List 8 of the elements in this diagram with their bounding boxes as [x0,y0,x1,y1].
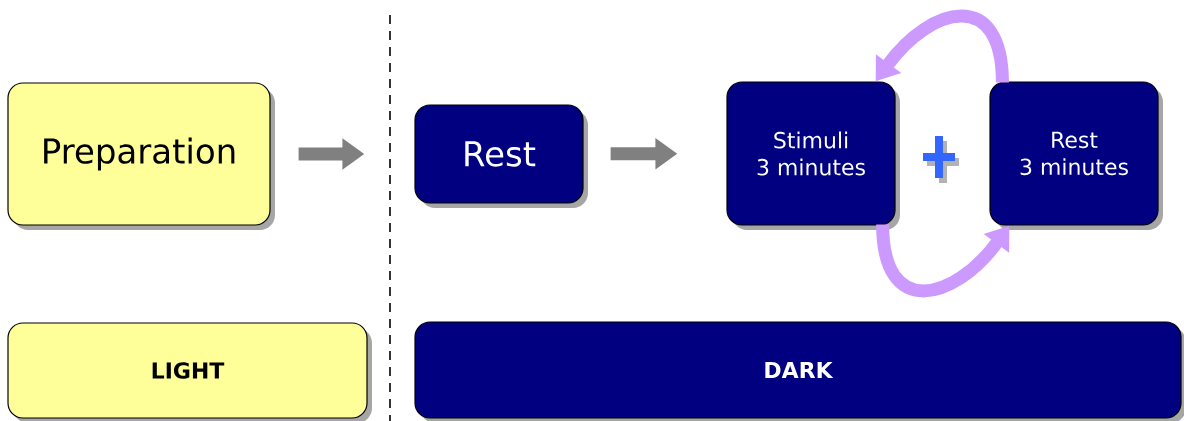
process-box: Rest 3 minutes [989,81,1159,226]
process-box: Stimuli 3 minutes [726,81,896,226]
process-box: LIGHT [7,322,368,419]
process-box: Preparation [7,82,271,226]
arrow [876,224,1010,298]
process-box: DARK [414,321,1182,419]
process-box: Rest [414,104,584,204]
arrow [875,9,1009,83]
